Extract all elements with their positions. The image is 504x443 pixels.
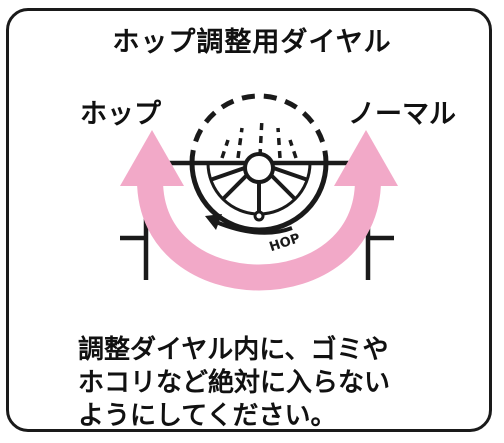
dial-wheel <box>189 152 329 233</box>
caution-note-line: ホコリなど絶対に入らない <box>78 368 391 398</box>
dial-hidden-outline <box>189 93 329 164</box>
hop-direction-label: ホップ <box>80 99 161 130</box>
adjustment-direction-arrow-icon <box>120 130 398 291</box>
panel-title: ホップ調整用ダイヤル <box>112 27 392 58</box>
dial-marking-text: HOP <box>268 231 303 255</box>
normal-direction-label: ノーマル <box>348 99 456 130</box>
caution-note-line: 調整ダイヤル内に、ゴミや <box>78 335 389 365</box>
instruction-panel <box>6 8 492 432</box>
caution-note: 調整ダイヤル内に、ゴミや ホコリなど絶対に入らない ようにしてください。 <box>78 334 478 433</box>
caution-note-line: ようにしてください。 <box>78 401 337 431</box>
rotation-arrow-icon <box>205 214 293 235</box>
